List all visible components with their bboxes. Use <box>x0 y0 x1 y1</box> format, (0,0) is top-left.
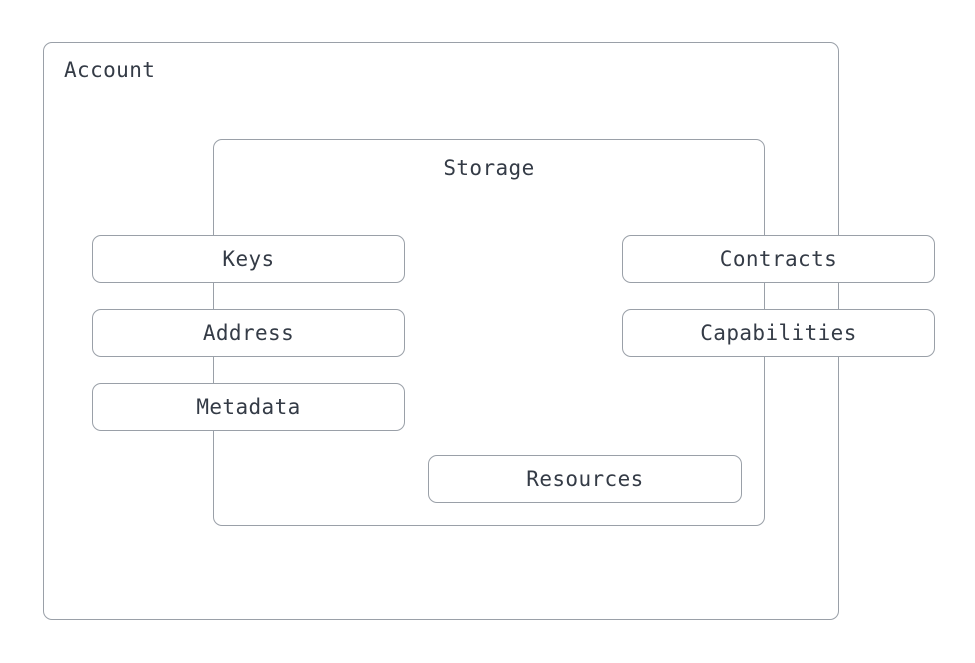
node-keys[interactable]: Keys <box>92 235 405 283</box>
account-container-label: Account <box>64 58 156 82</box>
node-resources[interactable]: Resources <box>428 455 742 503</box>
node-resources-label: Resources <box>526 467 644 491</box>
node-keys-label: Keys <box>222 247 275 271</box>
node-capabilities[interactable]: Capabilities <box>622 309 935 357</box>
node-contracts-label: Contracts <box>719 247 838 271</box>
node-capabilities-label: Capabilities <box>700 321 857 345</box>
node-address-label: Address <box>202 321 295 345</box>
node-metadata[interactable]: Metadata <box>92 383 405 431</box>
storage-container-label: Storage <box>443 156 535 180</box>
node-metadata-label: Metadata <box>196 395 301 419</box>
node-address[interactable]: Address <box>92 309 405 357</box>
node-contracts[interactable]: Contracts <box>622 235 935 283</box>
